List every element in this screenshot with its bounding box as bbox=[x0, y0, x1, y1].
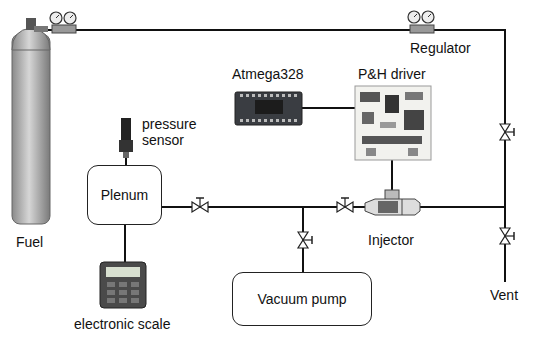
board-label: Atmega328 bbox=[232, 66, 304, 82]
scale-label: electronic scale bbox=[74, 316, 171, 332]
node-text: Vacuum pump bbox=[257, 291, 346, 307]
injector-label: Injector bbox=[368, 232, 414, 248]
vent-label: Vent bbox=[490, 287, 518, 303]
plenum-box: Plenum bbox=[87, 165, 162, 225]
fuel-label: Fuel bbox=[16, 234, 43, 250]
driver-label: P&H driver bbox=[358, 66, 426, 82]
pump-box: Vacuum pump bbox=[232, 272, 372, 326]
regulator-label: Regulator bbox=[410, 40, 471, 56]
node-text: Plenum bbox=[101, 187, 148, 203]
sensor-label: pressure sensor bbox=[142, 116, 204, 148]
pipe-line bbox=[162, 207, 303, 272]
